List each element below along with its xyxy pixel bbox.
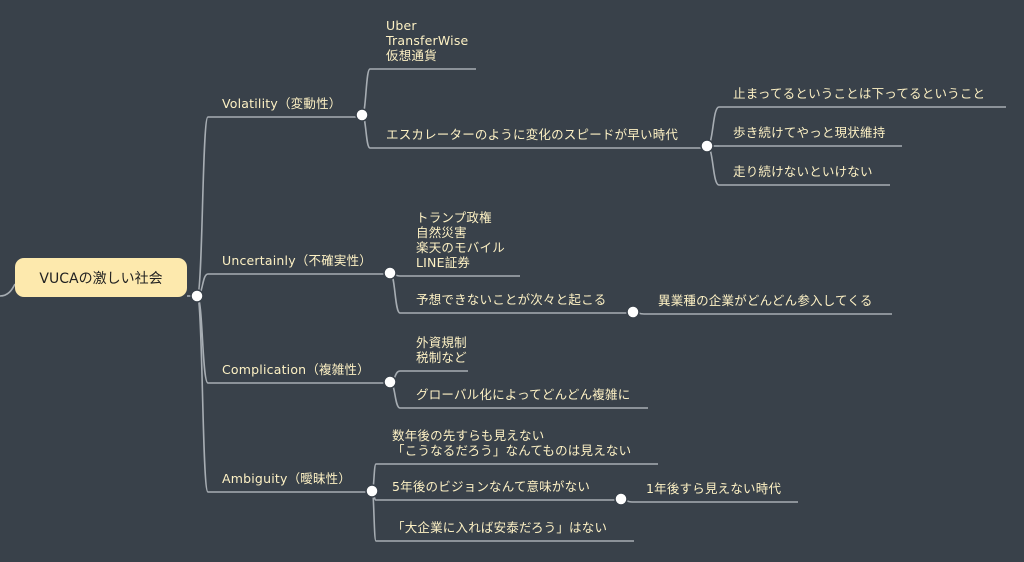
- root-left-stub: [0, 283, 16, 297]
- collapse-toggle-branch-2[interactable]: [383, 375, 397, 389]
- grandchild-0-1-0[interactable]: 止まってるということは下ってるということ: [733, 86, 986, 101]
- child-3-1[interactable]: 5年後のビジョンなんて意味がない: [392, 479, 591, 494]
- collapse-toggle-root[interactable]: [190, 289, 204, 303]
- child-link-0-0: [361, 68, 371, 116]
- grandchild-0-1-1[interactable]: 歩き続けてやっと現状維持: [733, 125, 886, 140]
- branch-1[interactable]: Uncertainly（不確実性）: [222, 253, 373, 268]
- branch-0[interactable]: Volatility（変動性）: [222, 96, 342, 111]
- child-3-0[interactable]: 数年後の先すらも見えない 「こうなるだろう」なんてものは見えない: [392, 428, 632, 458]
- grandchild-0-1-2[interactable]: 走り続けないといけない: [733, 164, 873, 179]
- root-node-label: VUCAの激しい社会: [39, 270, 163, 287]
- collapse-toggle-branch-1[interactable]: [383, 266, 397, 280]
- branch-2[interactable]: Complication（複雑性）: [222, 362, 370, 377]
- child-3-2[interactable]: 「大企業に入れば安泰だろう」はない: [392, 520, 608, 535]
- child-1-1[interactable]: 予想できないことが次々と起こる: [416, 292, 607, 307]
- child-0-0[interactable]: Uber TransferWise 仮想通貨: [386, 18, 469, 63]
- collapse-toggle-3-1[interactable]: [614, 492, 628, 506]
- grandchild-1-1-0[interactable]: 異業種の企業がどんどん参入してくる: [658, 293, 873, 308]
- collapse-toggle-0-1[interactable]: [700, 139, 714, 153]
- root-node[interactable]: VUCAの激しい社会: [15, 258, 187, 297]
- collapse-toggle-branch-3[interactable]: [365, 484, 379, 498]
- collapse-toggle-branch-0[interactable]: [355, 108, 369, 122]
- grandchild-3-1-0[interactable]: 1年後すら見えない時代: [646, 481, 782, 496]
- child-2-1[interactable]: グローバル化によってどんどん複雑に: [416, 387, 631, 402]
- child-0-1[interactable]: エスカレーターのように変化のスピードが早い時代: [386, 127, 679, 142]
- branch-3[interactable]: Ambiguity（曖昧性）: [222, 471, 352, 486]
- child-1-0[interactable]: トランプ政権 自然災害 楽天のモバイル LINE証券: [416, 210, 505, 270]
- collapse-toggle-1-1[interactable]: [626, 305, 640, 319]
- branch-link-0: [196, 116, 209, 297]
- branch-link-3: [196, 295, 209, 493]
- child-2-0[interactable]: 外資規制 税制など: [416, 335, 467, 365]
